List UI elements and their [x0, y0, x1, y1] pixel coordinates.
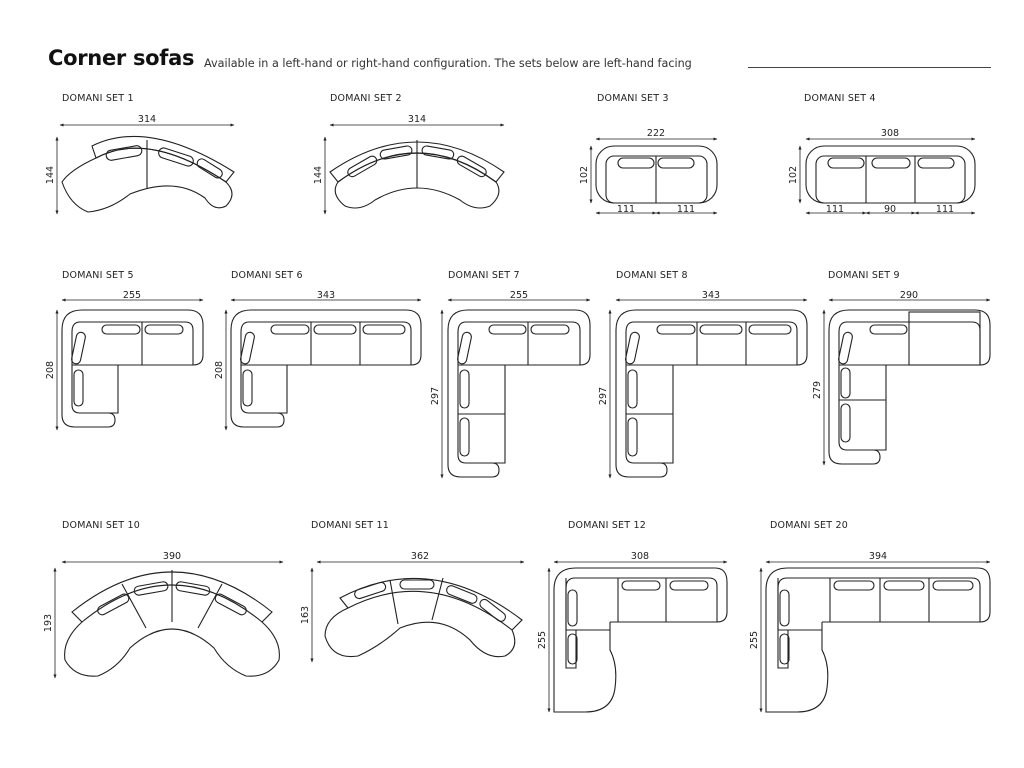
set-label: DOMANI SET 3	[597, 93, 669, 104]
height-dimension: 144	[313, 166, 324, 184]
set-label: DOMANI SET 12	[568, 520, 646, 531]
set-8: DOMANI SET 8 343 297	[598, 270, 808, 479]
set-label: DOMANI SET 4	[804, 93, 876, 104]
page-subtitle: Available in a left-hand or right-hand c…	[204, 57, 692, 70]
sofa-outline	[61, 135, 235, 213]
sofa-outline	[805, 145, 976, 204]
height-dimension: 208	[45, 361, 56, 379]
segment-dimension: 111	[677, 204, 695, 215]
set-1: DOMANI SET 1 314 144	[45, 93, 235, 215]
page-header: Corner sofas Available in a left-hand or…	[48, 46, 992, 76]
width-dimension: 308	[881, 128, 899, 139]
sofa-outline	[230, 309, 422, 428]
height-dimension: 297	[598, 387, 609, 405]
width-dimension: 343	[317, 290, 335, 301]
set-12: DOMANI SET 12 308 255	[537, 520, 728, 713]
set-10: DOMANI SET 10 390 193	[43, 520, 284, 679]
height-dimension: 163	[300, 606, 311, 624]
height-dimension: 102	[579, 166, 590, 184]
width-dimension: 290	[900, 290, 918, 301]
set-11: DOMANI SET 11 362 163	[300, 520, 525, 663]
width-dimension: 314	[138, 114, 156, 125]
segment-dimension: 111	[826, 204, 844, 215]
sofa-outline	[447, 309, 591, 478]
height-dimension: 279	[812, 381, 823, 399]
set-label: DOMANI SET 9	[828, 270, 900, 281]
set-label: DOMANI SET 5	[62, 270, 134, 281]
sofa-outline	[324, 577, 523, 658]
set-label: DOMANI SET 11	[311, 520, 389, 531]
set-label: DOMANI SET 8	[616, 270, 688, 281]
sofa-outline	[64, 570, 280, 677]
set-label: DOMANI SET 1	[62, 93, 134, 104]
width-dimension: 308	[631, 551, 649, 562]
sofa-outline	[595, 145, 718, 204]
set-5: DOMANI SET 5 255 208	[45, 270, 204, 431]
sofa-outline	[615, 309, 808, 478]
set-label: DOMANI SET 7	[448, 270, 520, 281]
sofa-outline	[553, 567, 728, 713]
width-dimension: 255	[510, 290, 528, 301]
height-dimension: 102	[788, 166, 799, 184]
width-dimension: 362	[411, 551, 429, 562]
set-7: DOMANI SET 7 255 297	[430, 270, 591, 479]
sofa-outline	[765, 567, 991, 713]
segment-dimension: 111	[617, 204, 635, 215]
height-dimension: 208	[214, 361, 225, 379]
set-6: DOMANI SET 6 343 208	[214, 270, 422, 431]
set-3: DOMANI SET 3 222 102 111 111	[579, 93, 718, 215]
set-9: DOMANI SET 9 290 279	[812, 270, 991, 466]
height-dimension: 193	[43, 614, 54, 632]
set-20: DOMANI SET 20 394 255	[749, 520, 991, 713]
height-dimension: 297	[430, 387, 441, 405]
set-label: DOMANI SET 20	[770, 520, 848, 531]
width-dimension: 343	[702, 290, 720, 301]
width-dimension: 222	[647, 128, 665, 139]
segment-dimension: 111	[936, 204, 954, 215]
width-dimension: 394	[869, 551, 887, 562]
set-label: DOMANI SET 2	[330, 93, 402, 104]
height-dimension: 255	[749, 631, 760, 649]
height-dimension: 255	[537, 631, 548, 649]
sofa-outline	[61, 309, 204, 428]
sofa-outline	[329, 140, 505, 209]
segment-dimension: 90	[884, 204, 896, 215]
set-label: DOMANI SET 6	[231, 270, 303, 281]
width-dimension: 390	[163, 551, 181, 562]
height-dimension: 144	[45, 166, 56, 184]
set-2: DOMANI SET 2 314 144	[313, 93, 505, 215]
width-dimension: 255	[123, 290, 141, 301]
sofa-outline	[828, 309, 991, 465]
set-label: DOMANI SET 10	[62, 520, 140, 531]
title-rule	[748, 67, 991, 68]
set-4: DOMANI SET 4 308 102 111 90 111	[788, 93, 976, 215]
page-title: Corner sofas	[48, 46, 195, 70]
width-dimension: 314	[408, 114, 426, 125]
